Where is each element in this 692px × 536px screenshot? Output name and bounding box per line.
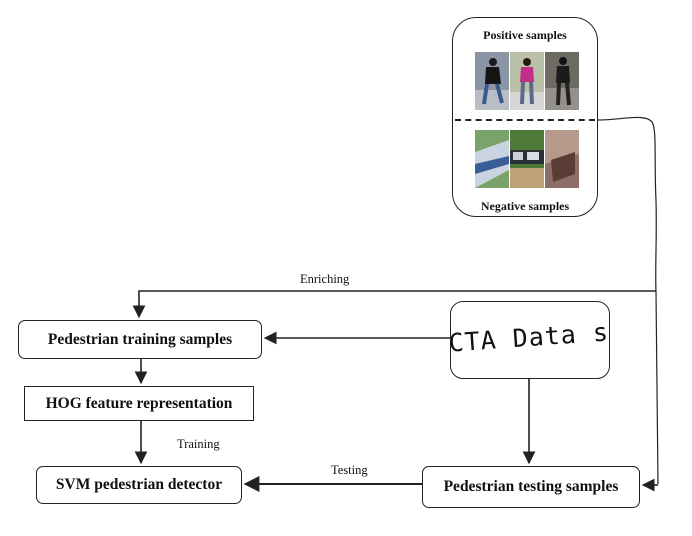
nicta-dataset-node: NICTA Data set <box>416 301 642 379</box>
samples-divider <box>455 119 595 121</box>
negative-sample-image <box>475 130 509 188</box>
dataset-label: NICTA Data set <box>451 315 607 360</box>
positive-sample-image <box>475 52 509 110</box>
nicta-dataset-handwriting: NICTA Data set <box>416 315 642 360</box>
enriching-label: Enriching <box>300 272 350 286</box>
samples-connector-line <box>597 116 659 485</box>
training-label: Training <box>177 437 220 451</box>
negative-sample-image <box>510 130 544 188</box>
training-samples-node: Pedestrian training samples <box>18 320 262 359</box>
hog-feature-node: HOG feature representation <box>24 386 254 421</box>
samples-panel: Positive samples <box>452 17 598 217</box>
svm-detector-node: SVM pedestrian detector <box>36 466 242 504</box>
positive-sample-image <box>510 52 544 110</box>
testing-label: Testing <box>331 463 368 477</box>
negative-samples-caption: Negative samples <box>480 199 570 213</box>
positive-samples-caption: Positive samples <box>483 28 567 42</box>
testing-samples-node: Pedestrian testing samples <box>422 466 640 508</box>
enriching-arrow <box>132 290 656 319</box>
negative-sample-image <box>545 130 579 188</box>
positive-sample-image <box>545 52 579 110</box>
